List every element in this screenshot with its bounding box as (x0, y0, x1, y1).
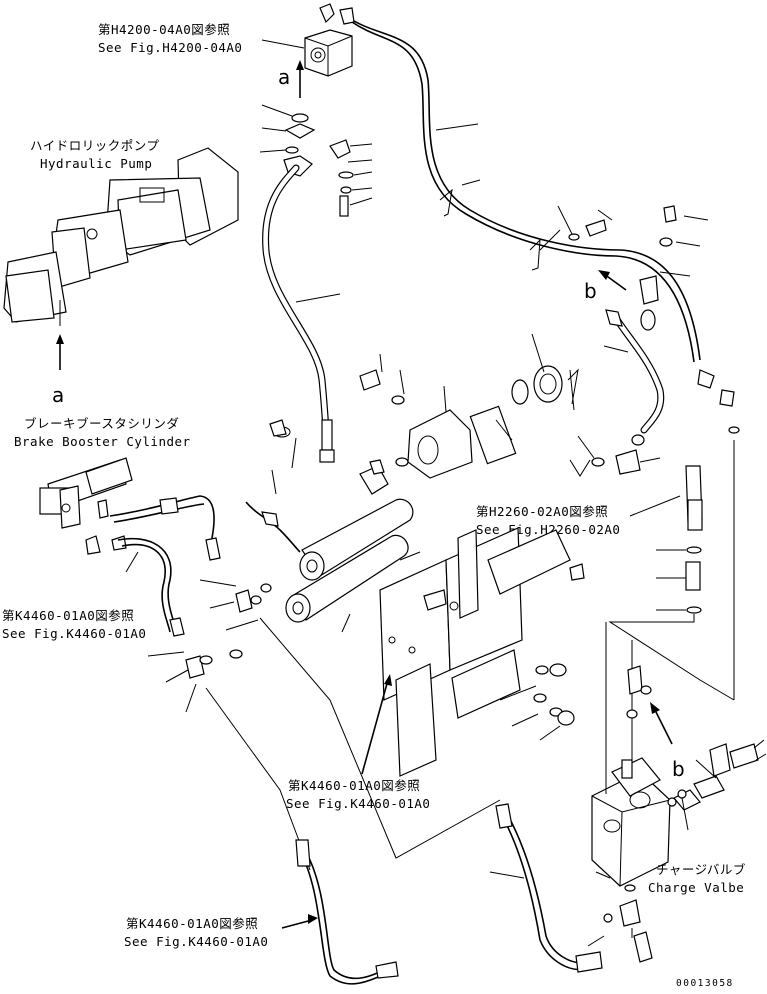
booster-label-jp: ブレーキブースタシリンダ (24, 416, 179, 431)
ref-h4200-en: See Fig.H4200-04A0 (98, 40, 242, 55)
ref-k4460-left-jp: 第K4460-01A0図参照 (2, 608, 134, 623)
brake-booster-cylinder (39, 457, 133, 555)
ref-h4200-jp: 第H4200-04A0図参照 (98, 22, 230, 37)
top-block-part (304, 29, 353, 77)
hydraulic-pump (3, 147, 239, 326)
booster-label-en: Brake Booster Cylinder (14, 434, 191, 449)
pump-label-en: Hydraulic Pump (40, 156, 152, 171)
ref-k4460-mid-en: See Fig.K4460-01A0 (286, 796, 430, 811)
ref-k4460-bottom-jp: 第K4460-01A0図参照 (126, 916, 258, 931)
drawing-number: 00013058 (676, 978, 734, 989)
mark-b-bottom: b (672, 757, 685, 781)
mark-b-top: b (584, 279, 597, 303)
ref-k4460-mid-jp: 第K4460-01A0図参照 (288, 778, 420, 793)
b-arrow-top (603, 273, 627, 291)
pump-label-jp: ハイドロリックポンプ (30, 138, 159, 153)
filter-parts (359, 333, 579, 495)
mark-a-left: a (52, 383, 64, 407)
accumulator-cylinders (285, 498, 421, 633)
ref-h2260-jp: 第H2260-02A0図参照 (476, 504, 608, 519)
charge-valve-label-jp: チャージバルブ (656, 862, 746, 877)
charge-valve-label-en: Charge Valbe (648, 880, 744, 895)
ref-k4460-left-en: See Fig.K4460-01A0 (2, 626, 146, 641)
mounting-bracket (379, 527, 585, 777)
ref-k4460-bottom-en: See Fig.K4460-01A0 (124, 934, 268, 949)
mark-a-top: a (278, 65, 290, 89)
